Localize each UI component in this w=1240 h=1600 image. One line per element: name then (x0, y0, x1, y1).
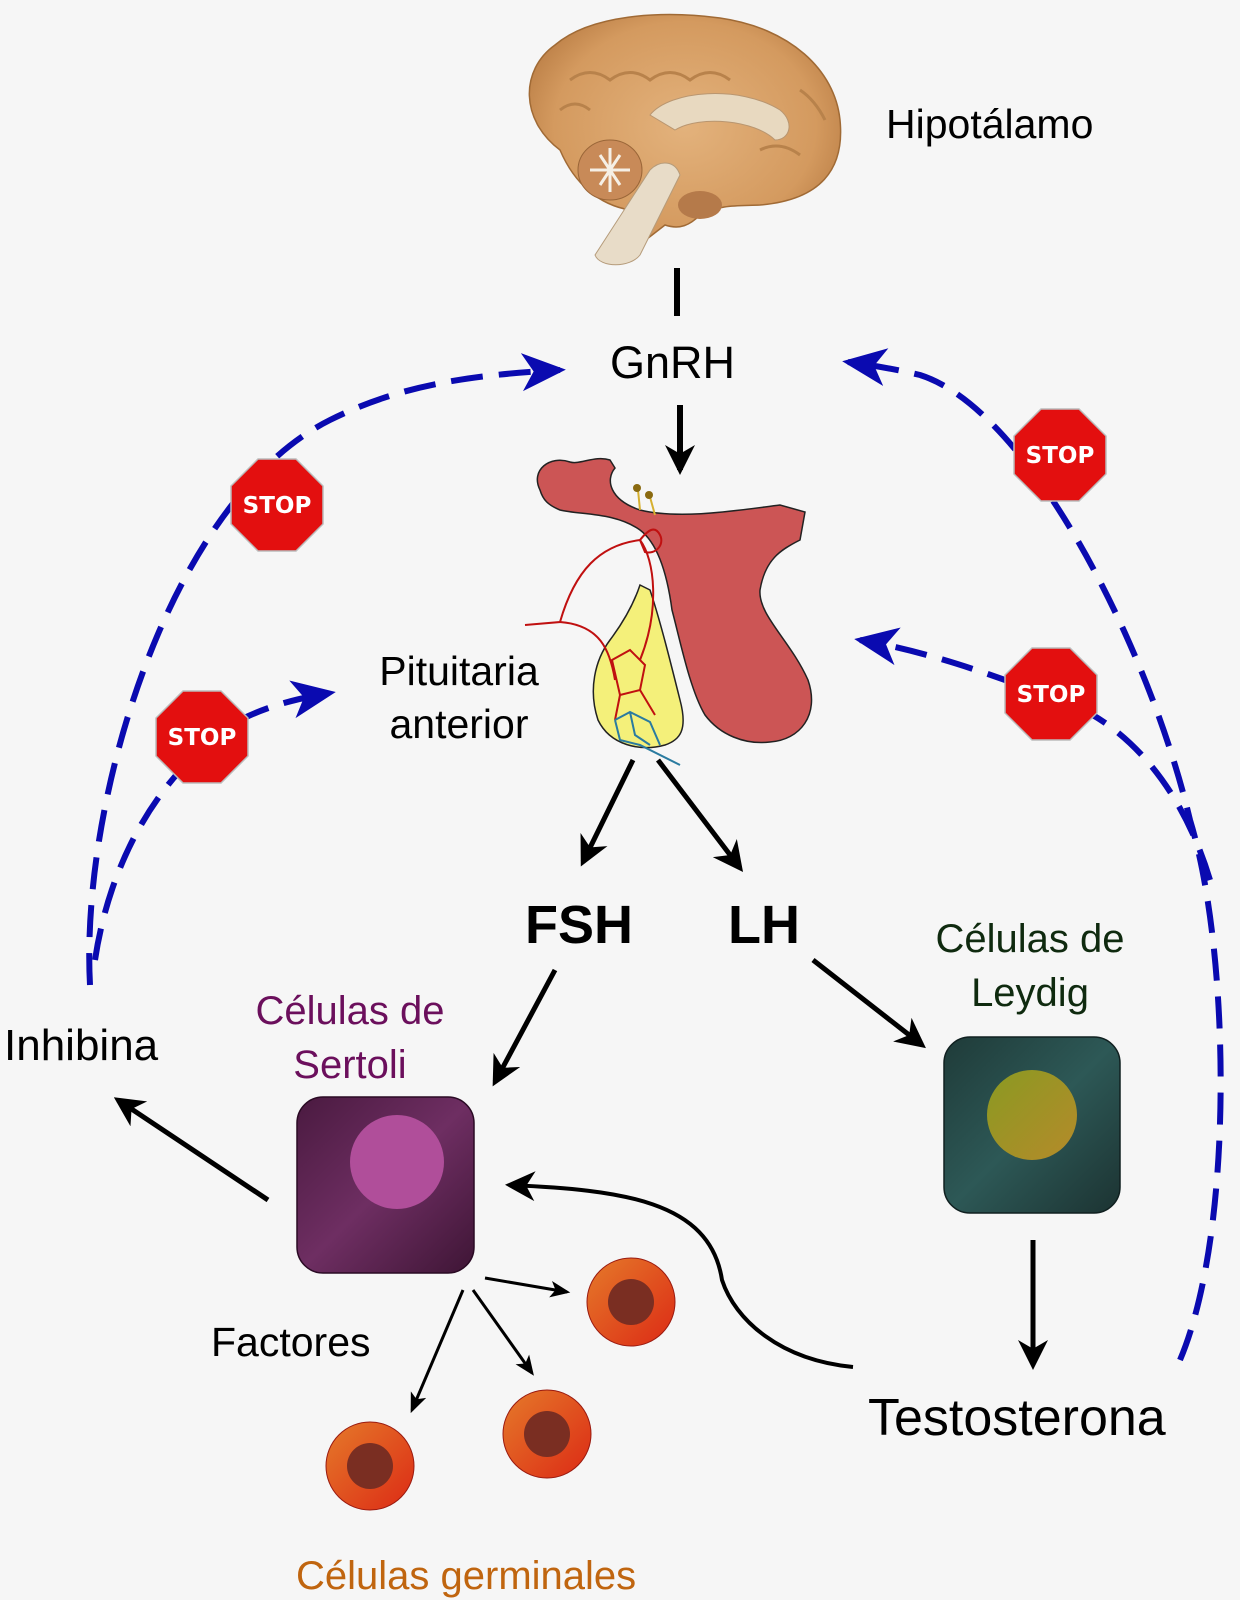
factor-arrow-1 (484, 1276, 571, 1298)
stop-sign-text: STOP (1026, 443, 1095, 469)
testosterone-label: Testosterona (868, 1389, 1166, 1447)
sertoli-label: Células de Sertoli (225, 984, 475, 1092)
leydig-label: Células de Leydig (905, 912, 1155, 1020)
factor-arrow-3 (410, 1289, 465, 1414)
testosterone-to-gnrh-feedback-arrow (842, 348, 1224, 1362)
stop-sign-testosterone-to-gnrh: STOP (1013, 408, 1107, 502)
factor-arrow-2 (471, 1289, 534, 1376)
germ-cell-1 (586, 1257, 676, 1347)
sertoli-to-inhibin-arrow (113, 1097, 270, 1203)
factors-label: Factores (211, 1319, 371, 1365)
pituitary-label-line2: anterior (389, 701, 529, 748)
leydig-cell-icon (943, 1036, 1121, 1214)
stop-sign-text: STOP (168, 725, 237, 751)
brain-illustration (528, 13, 842, 266)
gnrh-label: GnRH (610, 337, 736, 388)
leydig-label-line1: Células de (935, 917, 1125, 961)
sertoli-label-line1: Células de (255, 989, 445, 1033)
sertoli-cell-icon (296, 1096, 475, 1274)
leydig-nucleus (987, 1070, 1077, 1160)
lh-to-leydig-arrow (811, 958, 926, 1049)
stop-sign-text: STOP (1017, 682, 1086, 708)
sertoli-nucleus (350, 1115, 444, 1209)
pituitary-illustration (524, 457, 813, 766)
stop-sign-testosterone-to-pituitary: STOP (1004, 647, 1098, 741)
stop-sign-inhibin-to-gnrh: STOP (230, 458, 324, 552)
germ-cell-3 (325, 1421, 415, 1511)
lh-label: LH (728, 895, 800, 955)
pituitary-to-fsh-arrow (580, 758, 636, 867)
fsh-to-sertoli-arrow (492, 968, 558, 1087)
germ-cell-2 (502, 1389, 592, 1479)
stop-sign-text: STOP (243, 493, 312, 519)
fsh-label: FSH (525, 895, 633, 955)
leydig-label-line2: Leydig (971, 971, 1089, 1015)
pituitary-to-lh-arrow (656, 758, 744, 872)
testosterone-to-sertoli-arrow (505, 1171, 854, 1369)
stop-sign-inhibin-to-pituitary: STOP (155, 690, 249, 784)
germ-cells-label: Células germinales (296, 1554, 637, 1598)
inhibin-label: Inhibina (4, 1021, 159, 1070)
hypothalamus-label: Hipotálamo (886, 101, 1094, 147)
pituitary-label: Pituitaria anterior (364, 645, 554, 752)
sertoli-label-line2: Sertoli (293, 1043, 407, 1087)
pituitary-label-line1: Pituitaria (379, 648, 539, 694)
